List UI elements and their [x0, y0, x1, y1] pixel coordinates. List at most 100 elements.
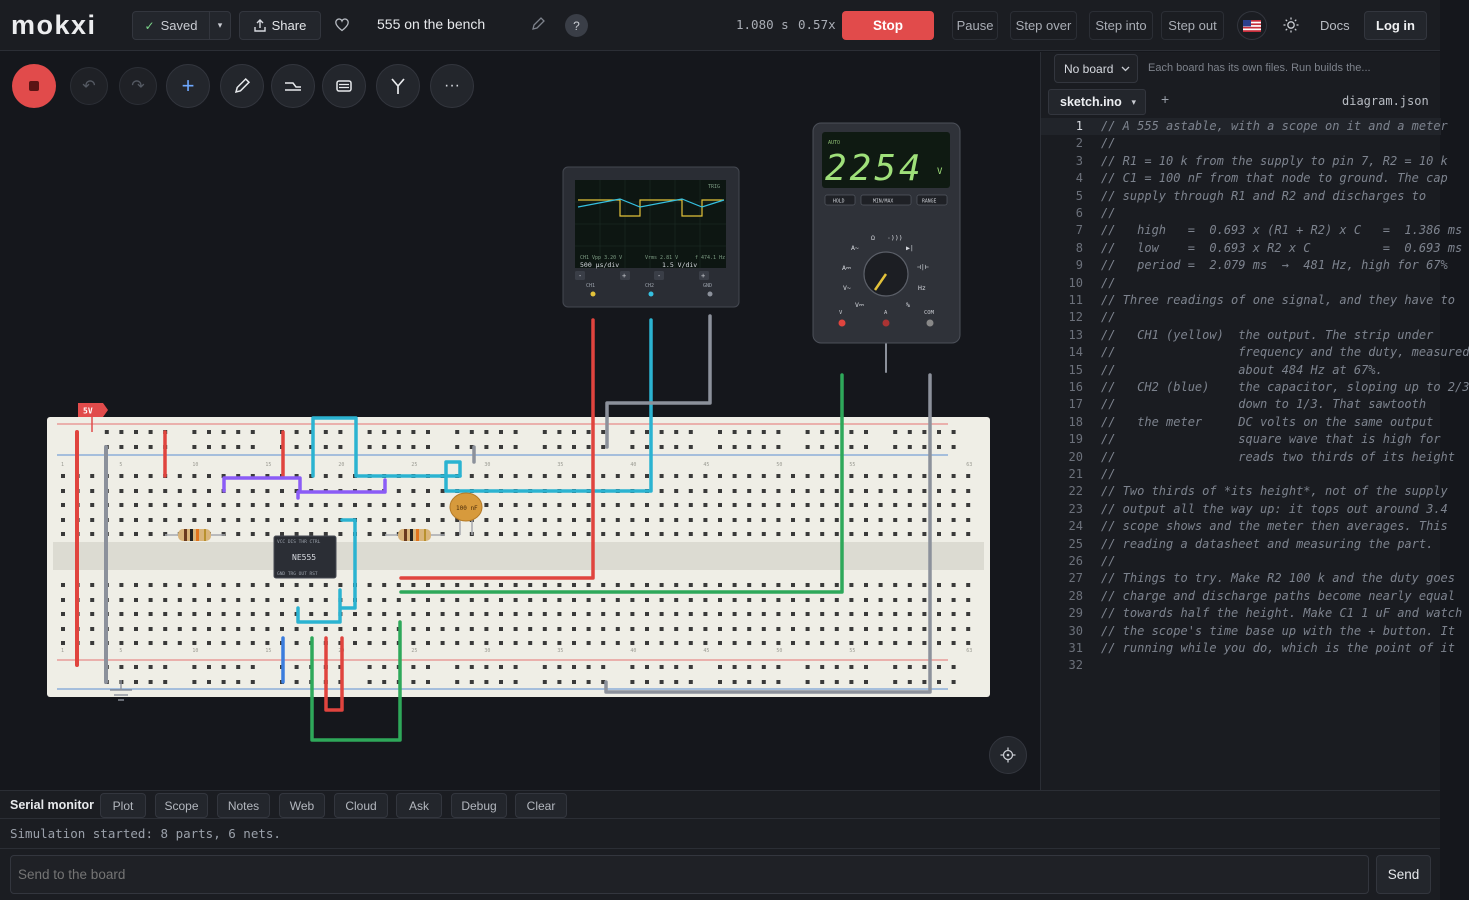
wire-red-ch1-probe[interactable]: [399, 318, 595, 580]
scope-timebase-minus-button[interactable]: [575, 271, 585, 280]
scope-gnd-jack[interactable]: [707, 291, 713, 297]
bottom-tab-plot[interactable]: Plot: [100, 793, 146, 818]
code-line[interactable]: 23// output all the way up: it tops out …: [1041, 502, 1448, 519]
meter-jack-com[interactable]: [926, 319, 934, 327]
meter-range-button[interactable]: [916, 194, 948, 206]
wire-purple-1[interactable]: [222, 476, 302, 493]
bottom-tab-ask[interactable]: Ask: [396, 793, 442, 818]
code-line[interactable]: 16// CH2 (blue) the capacitor, sloping u…: [1041, 380, 1469, 397]
code-line[interactable]: 22// Two thirds of *its height*, not of …: [1041, 484, 1448, 501]
code-line[interactable]: 24// scope shows and the meter then aver…: [1041, 519, 1448, 536]
wire-gray-meter-com[interactable]: [604, 373, 932, 694]
wire-green-bottom-loop[interactable]: [310, 620, 402, 742]
ne555-chip[interactable]: [273, 535, 337, 579]
stop-button[interactable]: Stop: [842, 11, 934, 40]
app-logo[interactable]: mokxi: [11, 10, 97, 40]
code-line[interactable]: 21//: [1041, 467, 1441, 484]
add-file-tab-button[interactable]: +: [1161, 91, 1170, 107]
code-line[interactable]: 14// frequency and the duty, measured: [1041, 345, 1469, 362]
capacitor-c1[interactable]: [449, 492, 483, 535]
scope-vdiv-minus-button[interactable]: [654, 271, 664, 280]
serial-send-button[interactable]: Send: [1376, 855, 1431, 894]
bottom-tab-notes[interactable]: Notes: [217, 793, 270, 818]
circuit-scene[interactable]: 1155101015152020252530303535404045455050…: [0, 52, 1040, 790]
code-line[interactable]: 3// R1 = 10 k from the supply to pin 7, …: [1041, 154, 1448, 171]
add-part-button[interactable]: +: [166, 64, 210, 108]
scope-timebase-plus-button[interactable]: [620, 271, 630, 280]
wire-purple-2[interactable]: [296, 478, 387, 500]
code-line[interactable]: 19// square wave that is high for: [1041, 432, 1441, 449]
redo-button[interactable]: ↷: [119, 67, 157, 105]
more-tools-button[interactable]: ···: [430, 64, 474, 108]
board-select[interactable]: No board: [1054, 54, 1138, 83]
code-line[interactable]: 12//: [1041, 310, 1441, 327]
layers-button[interactable]: [322, 64, 366, 108]
code-line[interactable]: 1// A 555 astable, with a scope on it an…: [1041, 119, 1448, 136]
code-line[interactable]: 31// running while you do, which is the …: [1041, 641, 1455, 658]
code-line[interactable]: 29// towards half the height. Make C1 1 …: [1041, 606, 1463, 623]
power-flag[interactable]: [78, 403, 103, 417]
bottom-tab-scope[interactable]: Scope: [155, 793, 208, 818]
probe-button[interactable]: [376, 64, 420, 108]
code-line[interactable]: 2//: [1041, 136, 1441, 153]
wire-cyan-threshold[interactable]: [311, 416, 462, 478]
undo-button[interactable]: ↶: [70, 67, 108, 105]
docs-link[interactable]: Docs: [1320, 18, 1350, 33]
theme-sun-icon[interactable]: [1283, 17, 1299, 36]
resistor-r2[interactable]: [385, 529, 445, 541]
code-line[interactable]: 28// charge and discharge paths become n…: [1041, 589, 1455, 606]
code-line[interactable]: 11// Three readings of one signal, and t…: [1041, 293, 1455, 310]
bottom-tab-debug[interactable]: Debug: [451, 793, 507, 818]
bottom-tab-clear[interactable]: Clear: [515, 793, 567, 818]
align-tool-button[interactable]: [271, 64, 315, 108]
recenter-button[interactable]: [989, 736, 1027, 774]
bottom-tab-cloud[interactable]: Cloud: [334, 793, 388, 818]
serial-monitor-tab[interactable]: Serial monitor: [10, 798, 95, 812]
code-line[interactable]: 10//: [1041, 276, 1441, 293]
serial-send-input[interactable]: [10, 855, 1369, 894]
scope-ch1-jack[interactable]: [590, 291, 596, 297]
bottom-tab-web[interactable]: Web: [279, 793, 325, 818]
saved-button[interactable]: ✓ Saved: [132, 11, 210, 40]
code-line[interactable]: 25// reading a datasheet and measuring t…: [1041, 537, 1441, 554]
tab-diagram-json[interactable]: diagram.json: [1342, 94, 1429, 108]
wire-cyan-trigger[interactable]: [296, 518, 357, 624]
wire-green-meter-v[interactable]: [399, 373, 844, 594]
code-line[interactable]: 18// the meter DC volts on the same outp…: [1041, 415, 1441, 432]
code-line[interactable]: 30// the scope's time base up with the +…: [1041, 624, 1455, 641]
code-line[interactable]: 32: [1041, 658, 1441, 675]
code-line[interactable]: 20// reads two thirds of its height: [1041, 450, 1455, 467]
meter-jack-a[interactable]: [882, 319, 890, 327]
tab-sketch-ino[interactable]: sketch.ino ▾: [1048, 89, 1146, 115]
code-line[interactable]: 15// about 484 Hz at 67%.: [1041, 363, 1441, 380]
code-line[interactable]: 8// low = 0.693 x R2 x C = 0.693 ms: [1041, 241, 1462, 258]
code-line[interactable]: 17// down to 1/3. That sawtooth: [1041, 397, 1441, 414]
code-line[interactable]: 27// Things to try. Make R2 100 k and th…: [1041, 571, 1455, 588]
share-button[interactable]: Share: [239, 11, 321, 40]
code-line[interactable]: 26//: [1041, 554, 1441, 571]
step-over-button[interactable]: Step over: [1010, 11, 1077, 40]
meter-hold-button[interactable]: [824, 194, 856, 206]
step-into-button[interactable]: Step into: [1089, 11, 1153, 40]
draw-wire-button[interactable]: [220, 64, 264, 108]
stop-sim-tool-button[interactable]: [12, 64, 56, 108]
wire-cyan-ch2-probe[interactable]: [444, 318, 653, 493]
code-line[interactable]: 6//: [1041, 206, 1441, 223]
meter-jack-v[interactable]: [838, 319, 846, 327]
login-button[interactable]: Log in: [1364, 11, 1427, 40]
wire-gray-scope-gnd[interactable]: [605, 314, 712, 449]
meter-minmax-button[interactable]: [860, 194, 912, 206]
wire-red-bottom-loop[interactable]: [324, 636, 344, 712]
project-title[interactable]: 555 on the bench: [377, 16, 486, 32]
pause-button[interactable]: Pause: [952, 11, 998, 40]
resistor-r1[interactable]: [165, 529, 225, 541]
code-line[interactable]: 7// high = 0.693 x (R1 + R2) x C = 1.386…: [1041, 223, 1462, 240]
step-out-button[interactable]: Step out: [1161, 11, 1224, 40]
code-line[interactable]: 9// period = 2.079 ms → 481 Hz, high for…: [1041, 258, 1448, 275]
save-options-dropdown[interactable]: ▾: [209, 11, 231, 40]
rename-pencil-icon[interactable]: [531, 17, 545, 34]
code-line[interactable]: 4// C1 = 100 nF from that node to ground…: [1041, 171, 1448, 188]
favorite-heart-icon[interactable]: [334, 17, 350, 35]
code-line[interactable]: 5// supply through R1 and R2 and dischar…: [1041, 189, 1441, 206]
